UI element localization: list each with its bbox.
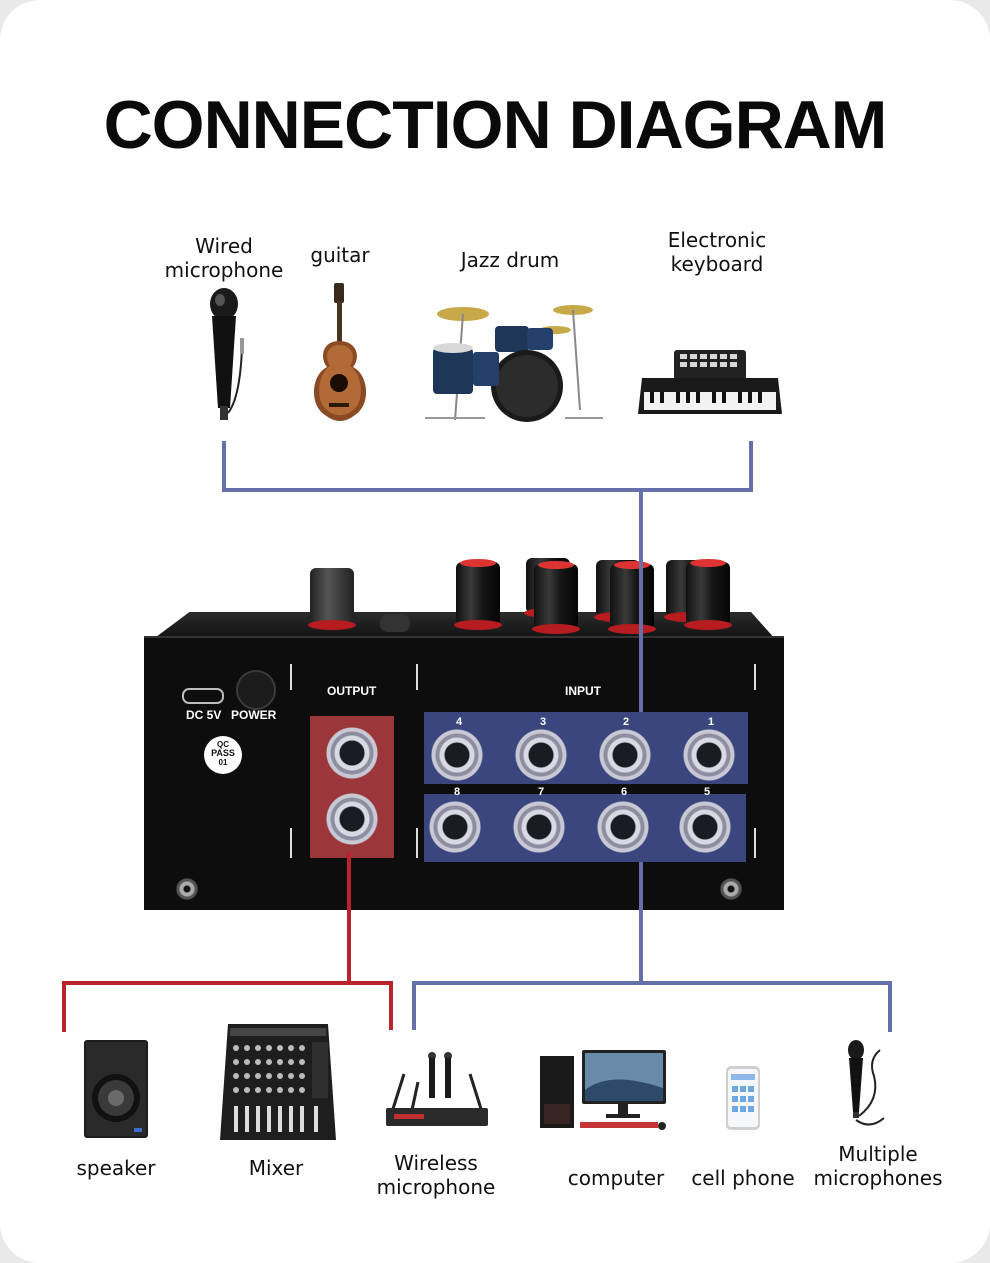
page-title: CONNECTION DIAGRAM: [0, 86, 990, 164]
channel-knob-7[interactable]: [686, 562, 730, 624]
output-jack-1[interactable]: [323, 724, 381, 782]
keyboard-icon: [638, 348, 782, 416]
input-jack-7[interactable]: [510, 798, 568, 856]
input-label: INPUT: [565, 684, 601, 698]
label-wired-microphone: Wired microphone: [150, 234, 298, 282]
input-jack-8[interactable]: [426, 798, 484, 856]
device-front-panel: DC 5V POWER QC PASS 01 OUTPUT INPUT 4 3 …: [144, 636, 784, 910]
microphones-icon: [840, 1040, 890, 1130]
input-jack-3[interactable]: [512, 726, 570, 784]
computer-icon: [540, 1050, 668, 1132]
dc-label: DC 5V: [186, 708, 221, 722]
drum-kit-icon: [415, 300, 605, 424]
channel-knob-3[interactable]: [534, 564, 578, 628]
power-label: POWER: [231, 708, 276, 722]
label-electronic-keyboard: Electronic keyboard: [640, 228, 794, 276]
usb-c-port: [182, 688, 224, 704]
input-jack-5[interactable]: [676, 798, 734, 856]
channel-number-7: 7: [538, 786, 544, 798]
qc-sticker: QC PASS 01: [204, 736, 242, 774]
input-jack-1[interactable]: [680, 726, 738, 784]
label-wireless-microphone: Wireless microphone: [364, 1151, 508, 1199]
label-computer: computer: [556, 1166, 676, 1190]
input-jack-6[interactable]: [594, 798, 652, 856]
output-jack-2[interactable]: [323, 790, 381, 848]
channel-knob-1[interactable]: [456, 562, 500, 624]
output-bracket-right-line: [414, 983, 890, 1032]
screw-left: [176, 878, 198, 900]
label-jazz-drum: Jazz drum: [430, 248, 590, 272]
channel-number-5: 5: [704, 786, 710, 798]
guitar-icon: [305, 283, 377, 425]
input-jack-2[interactable]: [596, 726, 654, 784]
screw-right: [720, 878, 742, 900]
label-guitar: guitar: [290, 243, 390, 267]
output-label: OUTPUT: [327, 684, 376, 698]
microphone-icon: [200, 288, 260, 426]
mixer-icon: [220, 1024, 336, 1140]
label-mixer: Mixer: [226, 1156, 326, 1180]
master-volume-knob[interactable]: [310, 568, 354, 624]
mixer-device: DC 5V POWER QC PASS 01 OUTPUT INPUT 4 3 …: [144, 548, 784, 912]
power-button[interactable]: [236, 670, 276, 710]
phone-icon: [726, 1066, 760, 1130]
speaker-icon: [84, 1040, 148, 1138]
channel-knob-5[interactable]: [610, 564, 654, 628]
power-switch-top: [380, 614, 410, 632]
label-cell-phone: cell phone: [684, 1166, 802, 1190]
label-speaker: speaker: [60, 1156, 172, 1180]
label-multiple-microphones: Multiple microphones: [806, 1142, 950, 1190]
wireless-mic-icon: [382, 1048, 492, 1130]
input-jack-4[interactable]: [428, 726, 486, 784]
channel-number-8: 8: [454, 786, 460, 798]
channel-number-6: 6: [621, 786, 627, 798]
input-bracket-line: [224, 441, 751, 490]
